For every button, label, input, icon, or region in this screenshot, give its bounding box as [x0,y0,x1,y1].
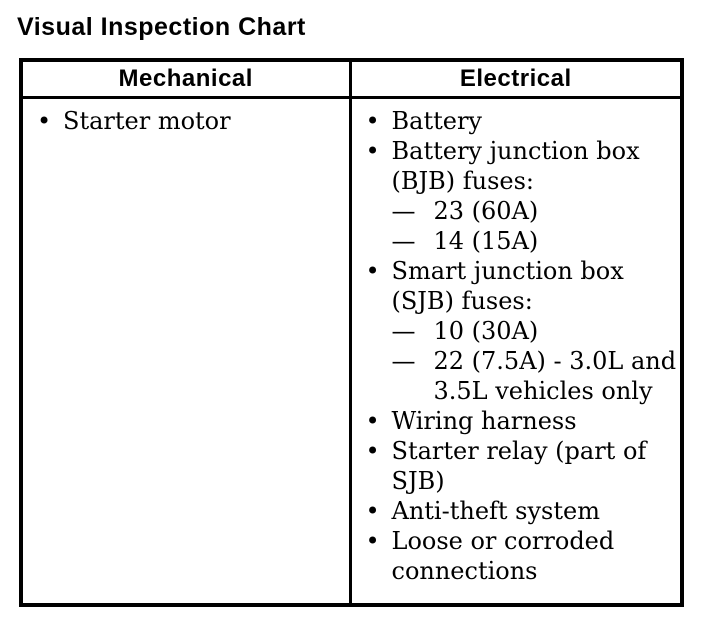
sub-list-item-label: 10 (30A) [433,317,539,345]
list-item-label: Battery [391,107,482,135]
dash-icon: — [391,317,416,345]
page-title: Visual Inspection Chart [17,13,306,41]
visual-inspection-chart-table: Mechanical Electrical • Starter motor • … [19,58,684,607]
list-item: • Starter motor [23,106,349,136]
bullet-icon: • [365,527,380,555]
list-item: • Wiring harness [352,406,681,436]
bullet-icon: • [365,137,380,165]
bullet-icon: • [365,407,380,435]
bullet-icon: • [365,437,380,465]
sub-list-item: — 22 (7.5A) - 3.0L and 3.5L vehicles onl… [392,346,681,406]
list-item: • Battery junction box (BJB) fuses: — 23… [352,136,681,256]
sub-list-item: — 23 (60A) [392,196,681,226]
table-body-row: • Starter motor • Battery • Battery junc… [23,99,680,603]
bullet-icon: • [365,257,380,285]
sub-list-item: — 14 (15A) [392,226,681,256]
list-item: • Battery [352,106,681,136]
dash-icon: — [391,347,416,375]
list-item-label: Battery junction box (BJB) fuses: [391,137,640,195]
dash-icon: — [391,197,416,225]
electrical-column-cell: • Battery • Battery junction box (BJB) f… [352,99,681,603]
column-header-electrical: Electrical [459,65,572,92]
bullet-icon: • [365,107,380,135]
table-header-row: Mechanical Electrical [23,62,680,99]
sub-list-item-label: 23 (60A) [433,197,539,225]
mechanical-column-cell: • Starter motor [23,99,352,603]
bullet-icon: • [37,107,52,135]
sub-list-item-label: 14 (15A) [433,227,539,255]
list-item-label: Starter motor [63,107,231,135]
sub-list-item: — 10 (30A) [392,316,681,346]
dash-icon: — [391,227,416,255]
list-item: • Starter relay (part of SJB) [352,436,681,496]
list-item-label: Starter relay (part of SJB) [391,437,647,495]
list-item-label: Smart junction box (SJB) fuses: [391,257,624,315]
sub-list-item-label: 22 (7.5A) - 3.0L and 3.5L vehicles only [433,347,677,405]
list-item: • Smart junction box (SJB) fuses: — 10 (… [352,256,681,406]
list-item: • Loose or corroded connections [352,526,681,586]
bullet-icon: • [365,497,380,525]
list-item-label: Wiring harness [391,407,577,435]
list-item-label: Anti-theft system [391,497,600,525]
list-item: • Anti-theft system [352,496,681,526]
column-header-mechanical: Mechanical [23,62,352,96]
list-item-label: Loose or corroded connections [391,527,615,585]
